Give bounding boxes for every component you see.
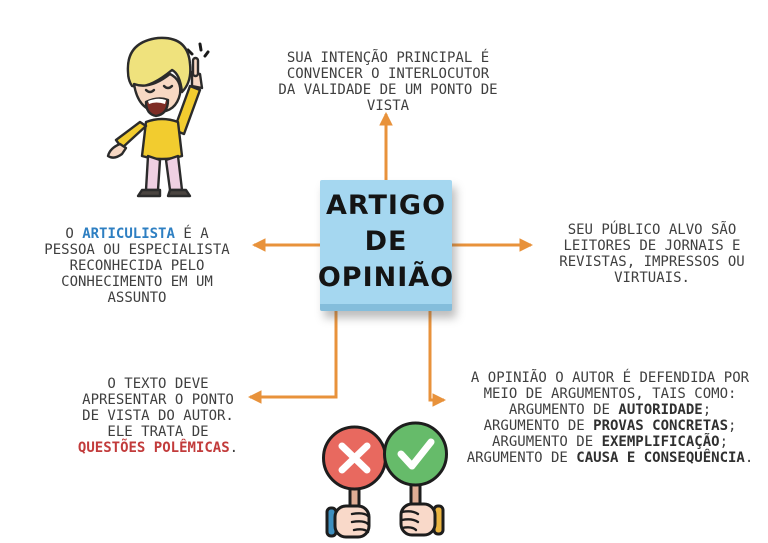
node-articulista: O ARTICULISTA É A PESSOA OU ESPECIALISTA… <box>17 210 257 306</box>
node-argumentos-text: A OPINIÃO O AUTOR É DEFENDIDA POR MEIO D… <box>470 370 750 418</box>
central-topic-line: DE <box>364 226 408 257</box>
speaking-person-icon <box>106 36 210 198</box>
arrow-down-right-to-argumentos <box>428 308 447 407</box>
node-publico-alvo-text: SEU PÚBLICO ALVO SÃO LEITORES DE JORNAIS… <box>559 222 745 286</box>
node-argumentos-text: ; ARGUMENTO DE <box>491 418 737 450</box>
central-topic-line: OPINIÃO <box>317 262 455 293</box>
node-articulista-highlight: ARTICULISTA <box>82 226 175 242</box>
red-cross-paddle-icon <box>322 425 387 539</box>
central-topic-node: ARTIGO DE OPINIÃO <box>317 180 455 311</box>
node-texto-text: O TEXTO DEVE APRESENTAR O PONTO DE VISTA… <box>82 376 234 440</box>
node-articulista-text: O <box>65 226 83 242</box>
check-icon <box>397 438 435 470</box>
node-argumentos-text: ; ARGUMENTO DE <box>466 434 729 466</box>
node-argumentos: A OPINIÃO O AUTOR É DEFENDIDA POR MEIO D… <box>450 354 768 466</box>
node-argumentos-term: EXEMPLIFICAÇÃO <box>601 434 720 450</box>
node-articulista-text: É A PESSOA OU ESPECIALISTA RECONHECIDA P… <box>44 226 230 306</box>
node-intention: SUA INTENÇÃO PRINCIPAL É CONVENCER O INT… <box>248 34 528 114</box>
node-intention-text: SUA INTENÇÃO PRINCIPAL É CONVENCER O INT… <box>278 50 498 114</box>
node-texto-text: . <box>229 440 239 456</box>
node-argumentos-term: CAUSA E CONSEQUÊNCIA <box>576 450 745 466</box>
approval-paddles-icon <box>322 421 448 539</box>
node-argumentos-text: ; ARGUMENTO DE <box>483 402 712 434</box>
green-check-paddle-icon <box>383 421 448 537</box>
node-argumentos-term: AUTORIDADE <box>618 402 703 418</box>
node-argumentos-term: PROVAS CONCRETAS <box>593 418 728 434</box>
central-topic-line: ARTIGO <box>325 190 447 221</box>
node-texto-highlight: QUESTÕES POLÊMICAS <box>77 440 230 456</box>
node-argumentos-text: . <box>744 450 754 466</box>
node-texto: O TEXTO DEVE APRESENTAR O PONTO DE VISTA… <box>48 360 268 456</box>
node-publico-alvo: SEU PÚBLICO ALVO SÃO LEITORES DE JORNAIS… <box>532 206 768 286</box>
